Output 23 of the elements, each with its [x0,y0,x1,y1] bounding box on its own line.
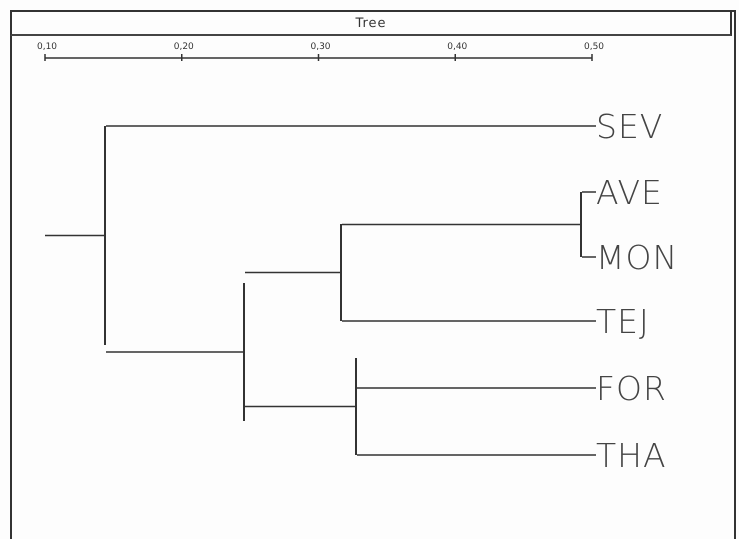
leaf-label: MON [596,238,678,276]
branch-line [45,234,104,236]
branch-line [357,454,596,456]
branch-line [106,351,243,353]
leaf-label: FOR [596,369,667,407]
branch-line [245,272,340,274]
branch-line [245,406,355,408]
leaf-label: AVE [596,173,663,211]
axis-tick-label: 0,40 [447,42,468,52]
leaf-label: TEJ [596,302,650,340]
branch-line [582,256,596,258]
title: Tree [355,16,387,30]
branch-line [342,320,596,322]
branch-line [106,125,596,127]
branch-line [342,224,580,226]
axis-tick-label: 0,50 [584,42,604,52]
leaf-label: SEV [596,107,664,145]
branch-line [357,387,596,389]
leaf-label: THA [596,436,667,474]
branch-line [582,191,596,193]
axis-tick-label: 0,10 [36,42,58,52]
axis-tick-label: 0,30 [310,42,331,52]
axis-tick-label: 0,20 [174,42,194,52]
